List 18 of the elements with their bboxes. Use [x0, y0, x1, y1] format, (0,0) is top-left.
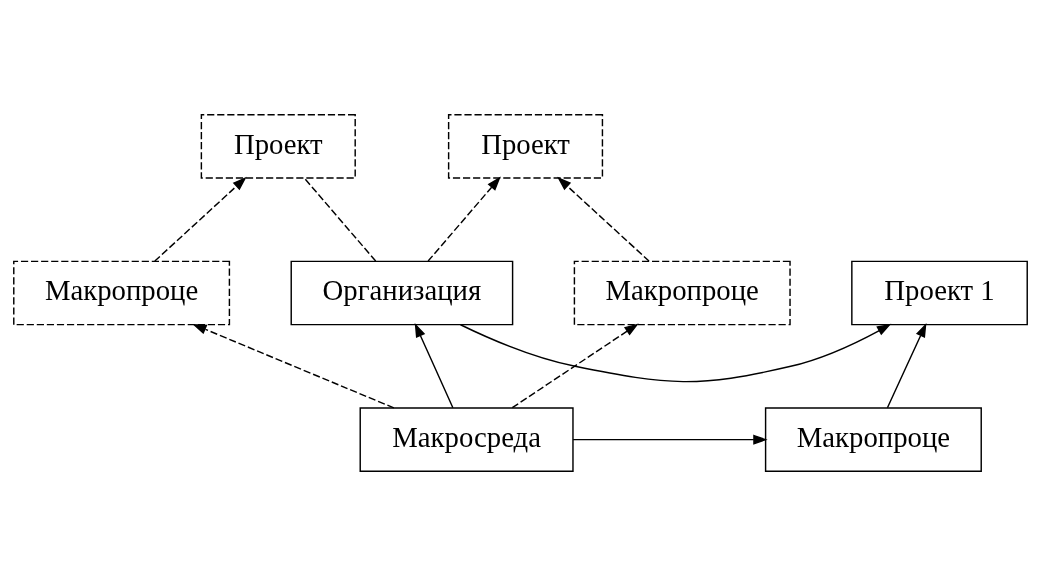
node-box: Макропроце — [573, 260, 791, 325]
arrow — [886, 322, 927, 408]
arrow — [557, 176, 650, 262]
arrow — [154, 176, 247, 262]
node-box: Организация — [290, 260, 514, 325]
arrow — [511, 322, 639, 408]
connector — [303, 177, 377, 262]
node-box: Проект 1 — [851, 260, 1028, 325]
node-box: Проект — [200, 113, 356, 179]
arrow — [572, 434, 768, 445]
arrow — [427, 176, 501, 262]
node-box: Проект — [447, 113, 604, 179]
arrow — [459, 323, 892, 382]
node-box: Макропроце — [13, 260, 231, 325]
arrow — [192, 323, 395, 409]
arrow — [414, 322, 454, 408]
node-box: Макропроце — [764, 406, 982, 472]
node-box: Макросреда — [359, 406, 574, 472]
